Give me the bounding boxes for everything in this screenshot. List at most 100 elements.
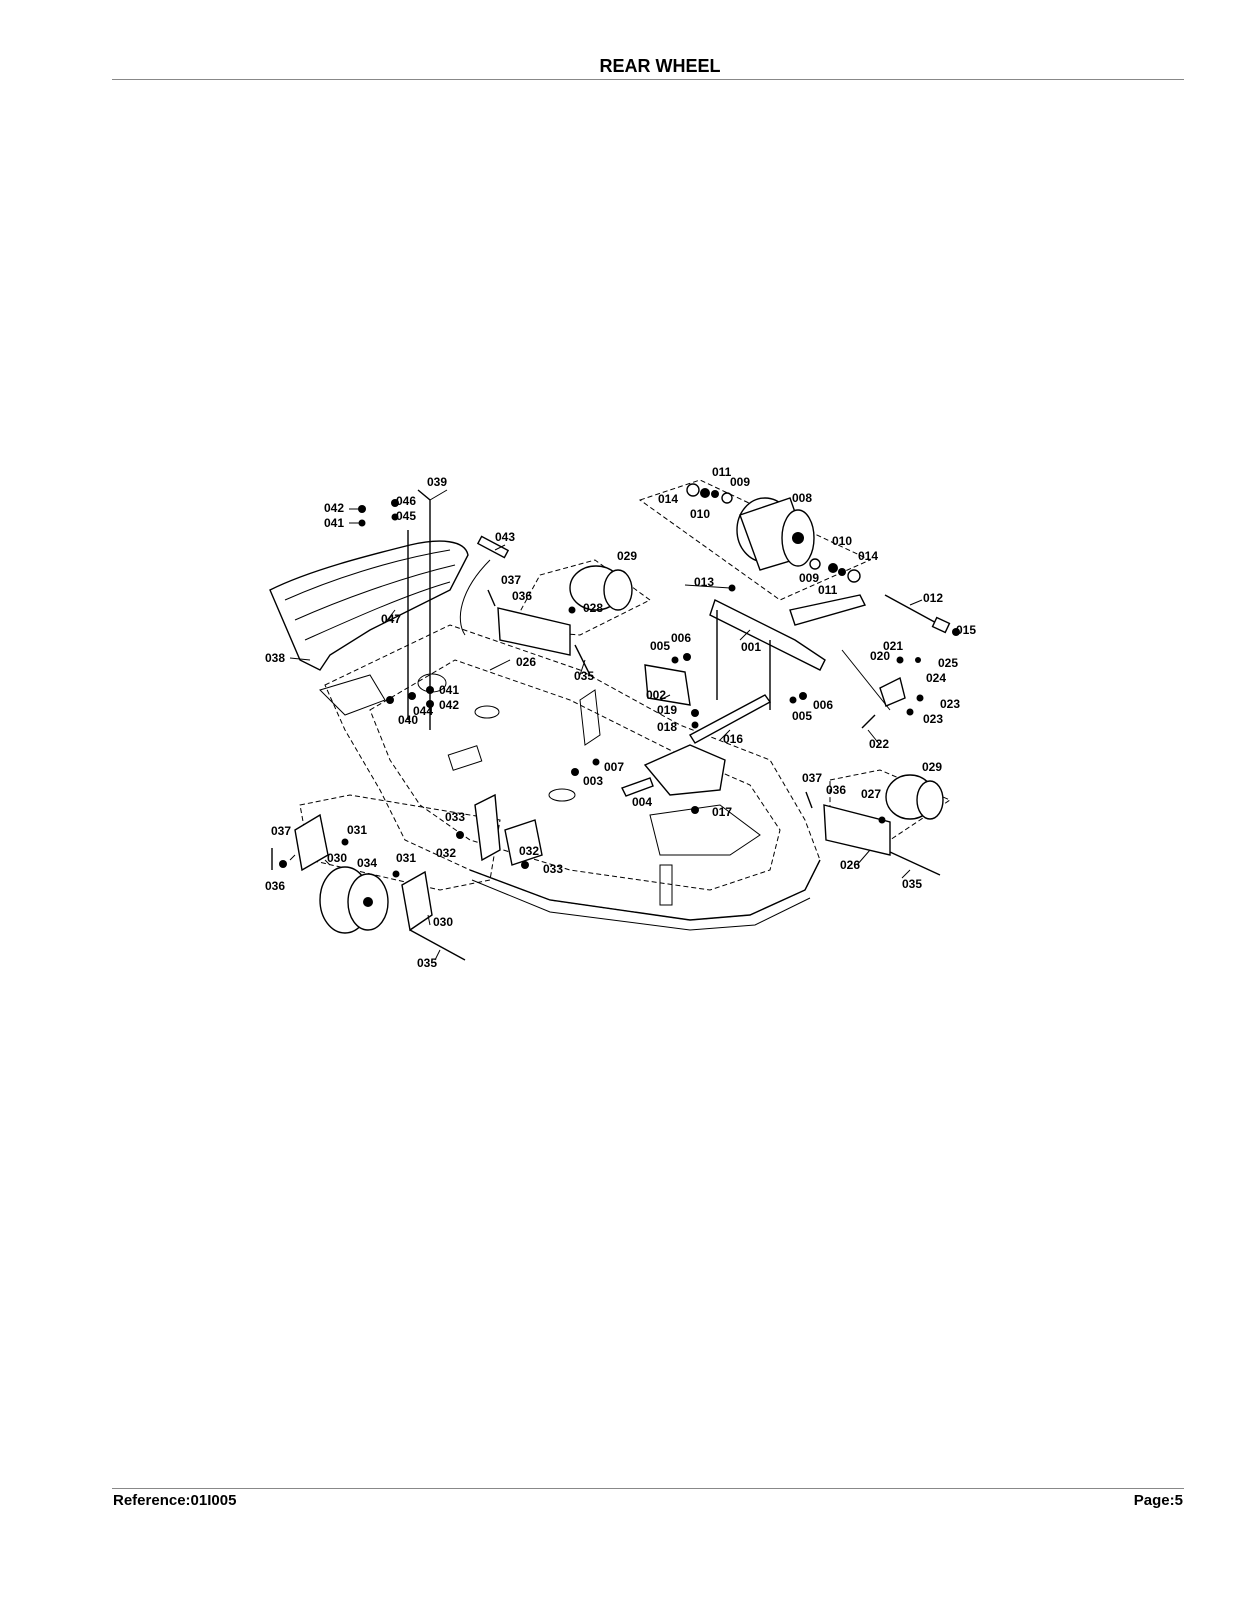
bearing-014a [686,483,700,497]
fastener-044 [408,692,416,700]
roller-arm-001-upper [789,594,867,626]
right-pin-037 [805,791,813,809]
callout-036: 036 [265,879,285,893]
deck-inner-outline [369,659,781,891]
chute-rod-039 [417,489,431,730]
callout-017: 017 [712,805,732,819]
callout-029: 029 [617,549,637,563]
nut-017 [691,806,699,814]
link-rod-020 [841,649,891,711]
right-axle-035 [889,851,941,876]
callout-006: 006 [671,631,691,645]
left-arm-032 [474,793,501,862]
washer-019 [691,709,699,717]
page-title: REAR WHEEL [599,56,721,76]
callout-043: 043 [495,530,515,544]
left-bracket-030a [294,813,329,872]
callout-016: 016 [723,732,743,746]
callout-008: 008 [792,491,812,505]
collar-010a [700,488,710,498]
callout-041: 041 [439,683,459,697]
callout-026: 026 [840,858,860,872]
left-bracket-030b [401,870,433,932]
callout-010: 010 [690,507,710,521]
callout-044: 044 [413,704,433,718]
callout-030: 030 [433,915,453,929]
left-bolt-031b [392,870,400,878]
nut-006b [799,692,807,700]
nut-007 [592,758,600,766]
callout-028: 028 [583,601,603,615]
upper-left-axle-035 [574,644,591,676]
callout-037: 037 [271,824,291,838]
fastener-046 [391,499,399,507]
callout-001: 001 [741,640,761,654]
fastener-041a [358,519,366,527]
callout-042: 042 [324,501,344,515]
callout-020: 020 [870,649,890,663]
chute-rib-2 [294,564,456,621]
callout-013: 013 [694,575,714,589]
callout-032: 032 [436,846,456,860]
deck-hole-2 [548,788,576,802]
callout-005: 005 [792,709,812,723]
nut-023a [916,694,924,702]
nut-006a [683,653,691,661]
callout-003: 003 [583,774,603,788]
nut-015 [952,628,960,636]
bearing-014b [847,569,861,583]
right-wheel-029-face [916,780,944,820]
roller-arm-001 [709,599,826,671]
washer-011a [711,490,719,498]
roller-frame [638,479,872,601]
callout-034: 034 [357,856,377,870]
pin-004 [621,777,654,797]
callout-021: 021 [883,639,903,653]
callout-011: 011 [712,465,732,479]
callout-031: 031 [347,823,367,837]
callout-039: 039 [427,475,447,489]
callout-022: 022 [869,737,889,751]
left-axle-035 [409,929,466,961]
left-wheel-hub [363,897,373,907]
spacer-009a [721,492,733,504]
callout-037: 037 [501,573,521,587]
center-bracket [579,689,601,746]
deck-hole-1 [474,705,500,719]
callout-004: 004 [632,795,652,809]
callout-009: 009 [799,571,819,585]
callout-023: 023 [940,697,960,711]
chute-rib-3 [304,581,451,641]
callout-024: 024 [926,671,946,685]
bolt-003 [571,768,579,776]
deck-skirt [469,859,821,921]
link-022 [861,714,876,729]
deck-skirt-lower [471,879,811,931]
upper-left-bracket-026 [497,607,571,656]
shaft-012 [884,594,941,626]
center-plate [643,744,726,796]
right-bolt-027 [878,816,886,824]
callout-014: 014 [858,549,878,563]
shaft-plate [931,616,951,634]
callout-002: 002 [646,688,666,702]
callout-027: 027 [861,787,881,801]
deck-spindle [659,864,673,906]
grass-chute [269,540,469,671]
callout-032: 032 [519,844,539,858]
slider-016 [689,694,772,744]
chute-cable [459,559,491,636]
callout-037: 037 [802,771,822,785]
parts-diagram: 0010020030040050050060060070080090090100… [265,465,976,970]
upper-left-bolt-028 [568,606,576,614]
nut-023b [906,708,914,716]
chute-spring [476,535,510,559]
callout-045: 045 [396,509,416,523]
link-plate-024 [879,676,906,707]
chute-mount [319,674,386,716]
fastener-042a [358,505,366,513]
footer-rule [112,1488,1184,1489]
reference-label: Reference:01I005 [113,1492,237,1509]
callout-023: 023 [923,712,943,726]
leader-lines [289,489,923,961]
